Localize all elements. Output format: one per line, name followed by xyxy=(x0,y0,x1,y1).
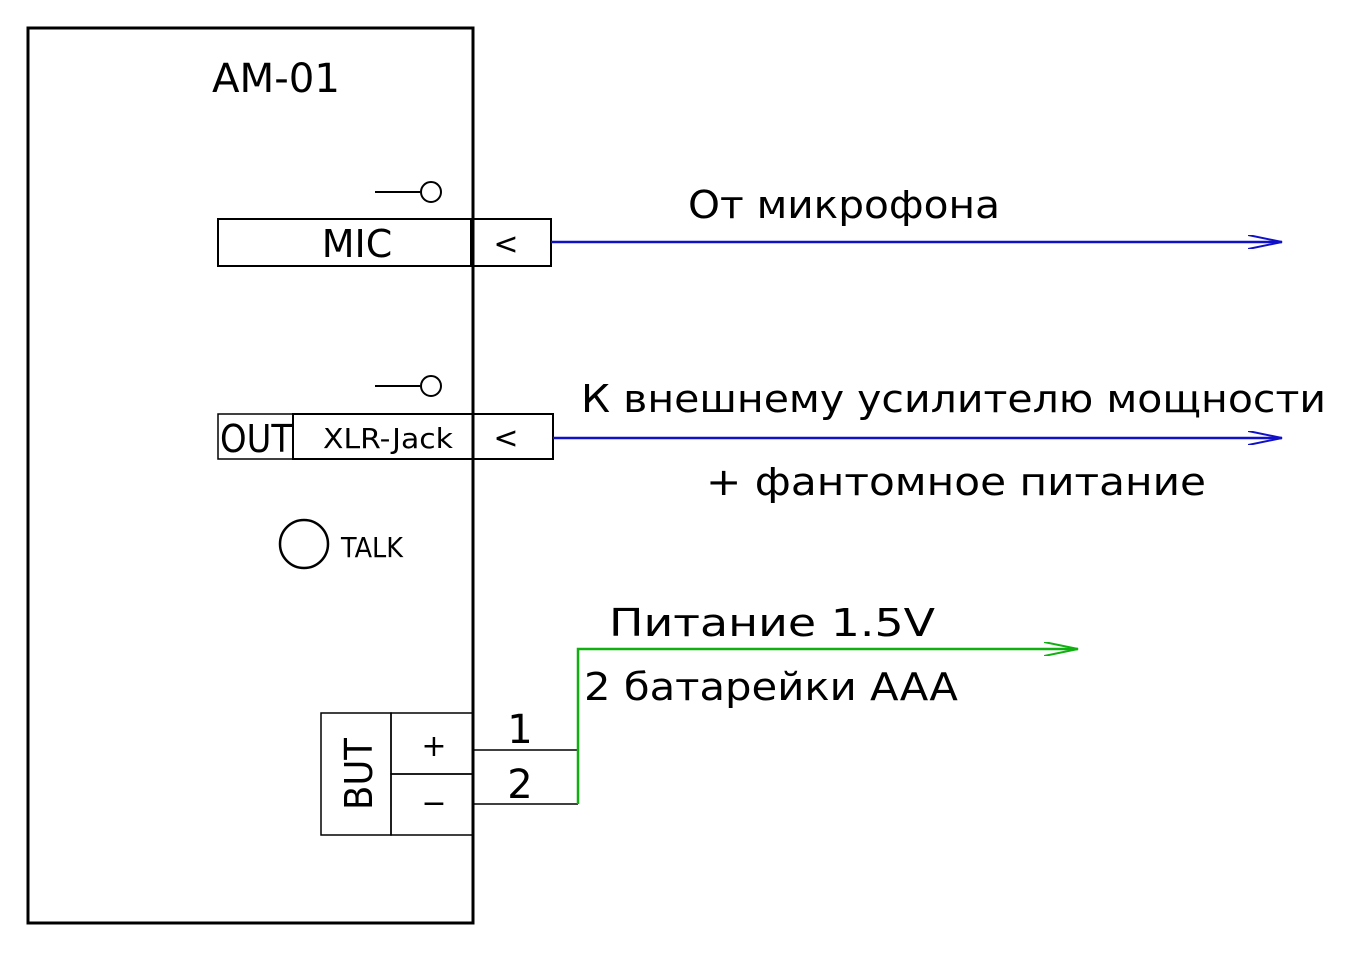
out-signal-label-line1: К внешнему усилителю мощности xyxy=(581,377,1326,421)
out-connector: OUT XLR-Jack < xyxy=(217,375,554,461)
power-line xyxy=(576,649,1078,804)
device-body xyxy=(26,26,475,925)
mic-connector: MIC < xyxy=(217,181,552,267)
battery-block: BUT + − xyxy=(320,712,474,836)
mic-label: MIC xyxy=(322,222,393,266)
pin1-label: 1 xyxy=(507,707,532,753)
but-label: BUT xyxy=(337,737,381,810)
xlr-label: XLR-Jack xyxy=(323,422,454,455)
device-title: AM-01 xyxy=(212,56,340,102)
mic-jack-symbol: < xyxy=(493,227,518,262)
mic-label-box xyxy=(217,218,472,267)
out-pin-circle xyxy=(420,375,442,397)
plus-label: + xyxy=(421,729,446,764)
power-label-line2: 2 батарейки AAA xyxy=(584,665,958,709)
power-label-line1: Питание 1.5V xyxy=(609,601,935,645)
mic-pin-circle xyxy=(420,181,442,203)
out-signal-label-line2: + фантомное питание xyxy=(706,460,1206,504)
pin2-label: 2 xyxy=(507,762,532,808)
out-label: OUT xyxy=(220,417,293,461)
out-jack-symbol: < xyxy=(493,421,518,456)
minus-label: − xyxy=(421,786,446,821)
out-jack-box xyxy=(472,413,554,460)
talk-label: TALK xyxy=(340,531,403,564)
mic-signal-label: От микрофона xyxy=(688,183,1000,227)
talk-button xyxy=(278,518,330,570)
